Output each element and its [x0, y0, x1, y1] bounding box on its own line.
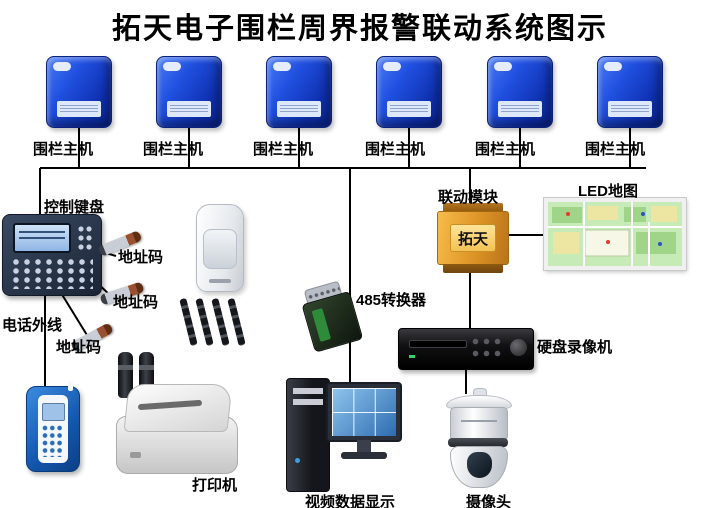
video-display-label: 视频数据显示: [305, 494, 396, 508]
fence-host-body: [156, 56, 222, 128]
control-keyboard-device: [2, 214, 102, 296]
printer-label: 打印机: [192, 477, 238, 494]
keyboard-lcd-screen: [13, 223, 71, 253]
fence-host-label: 围栏主机: [253, 141, 314, 158]
control-keyboard-label: 控制键盘: [44, 199, 105, 216]
led-map-label: LED地图: [578, 183, 639, 200]
keyboard-side-buttons: [77, 225, 93, 251]
pir-slot: [209, 279, 231, 283]
address-code-label: 地址码: [118, 249, 164, 266]
fence-host-label: 围栏主机: [365, 141, 426, 158]
linkage-module-label: 联动模块: [438, 189, 499, 206]
monitor-cctv-screen: [332, 388, 396, 436]
brand-logo-icon: [273, 62, 291, 71]
monitor-stand: [357, 440, 371, 452]
camera-ring: [448, 438, 508, 447]
fence-host-body: [597, 56, 663, 128]
fence-host-sticker: [608, 101, 652, 117]
brand-logo-icon: [494, 62, 512, 71]
address-code-label: 地址码: [56, 339, 102, 356]
fence-host-sticker: [167, 101, 211, 117]
dvr-buttons: [471, 337, 505, 361]
fence-host-sticker: [387, 101, 431, 117]
infrared-beam-bars: [179, 296, 249, 350]
fence-host-label: 围栏主机: [33, 141, 94, 158]
beam-bar: [227, 297, 246, 347]
monitor-base: [341, 452, 387, 459]
beam-bar: [195, 297, 214, 347]
brand-logo-icon: [383, 62, 401, 71]
fence-host-unit: [156, 56, 222, 128]
video-display-monitor: [326, 382, 402, 468]
fence-host-body: [376, 56, 442, 128]
dvr-device: [398, 328, 534, 370]
fence-host-unit: [266, 56, 332, 128]
module-bottom-flange: [443, 264, 503, 273]
camera-label: 摄像头: [466, 494, 512, 508]
camera-body: [450, 407, 508, 441]
fence-host-unit: [487, 56, 553, 128]
module-top-flange: [443, 203, 503, 212]
beam-bar: [179, 297, 198, 347]
camera-lens-window: [467, 452, 492, 478]
fence-host-sticker: [277, 101, 321, 117]
dvr-label: 硬盘录像机: [537, 339, 613, 356]
module-brand-plate: 拓天: [450, 224, 496, 252]
ptz-camera-device: [436, 388, 522, 490]
fence-host-sticker: [498, 101, 542, 117]
fence-host-label: 围栏主机: [585, 141, 646, 158]
brand-logo-icon: [163, 62, 181, 71]
dvr-led: [409, 355, 415, 358]
fence-host-sticker: [57, 101, 101, 117]
dvr-knob: [510, 339, 527, 356]
cylinder-sensor: [118, 352, 133, 398]
fence-host-unit: [46, 56, 112, 128]
phone-line-label: 电话外线: [2, 317, 63, 334]
rs485-converter-label: 485转换器: [356, 292, 427, 309]
fence-host-unit: [376, 56, 442, 128]
fence-host-label: 围栏主机: [143, 141, 204, 158]
dvr-disc-slot: [409, 340, 467, 348]
led-map-display: [543, 197, 687, 271]
fence-host-body: [487, 56, 553, 128]
phone-keypad: [42, 425, 64, 457]
brand-logo-icon: [604, 62, 622, 71]
led-map-graphic: [548, 202, 682, 266]
phone-screen: [42, 403, 65, 421]
fence-host-label: 围栏主机: [475, 141, 536, 158]
fence-host-body: [266, 56, 332, 128]
linkage-module-device: 拓天: [437, 203, 509, 273]
fence-host-body: [46, 56, 112, 128]
printer-device: [116, 384, 238, 474]
computer-tower: [286, 378, 330, 492]
pir-detector-device: [196, 204, 244, 292]
phone-body: [38, 395, 68, 463]
monitor-frame: [326, 382, 402, 442]
pir-lens: [203, 229, 237, 269]
fence-host-unit: [597, 56, 663, 128]
keyboard-key-grid: [11, 257, 93, 289]
telephone-device: [26, 381, 80, 472]
beam-bar: [211, 297, 230, 347]
brand-logo-icon: [53, 62, 71, 71]
phone-antenna: [68, 381, 73, 391]
diagram-title: 拓天电子围栏周界报警联动系统图示: [111, 13, 608, 45]
printer-button: [130, 452, 141, 458]
address-code-label: 地址码: [113, 294, 159, 311]
